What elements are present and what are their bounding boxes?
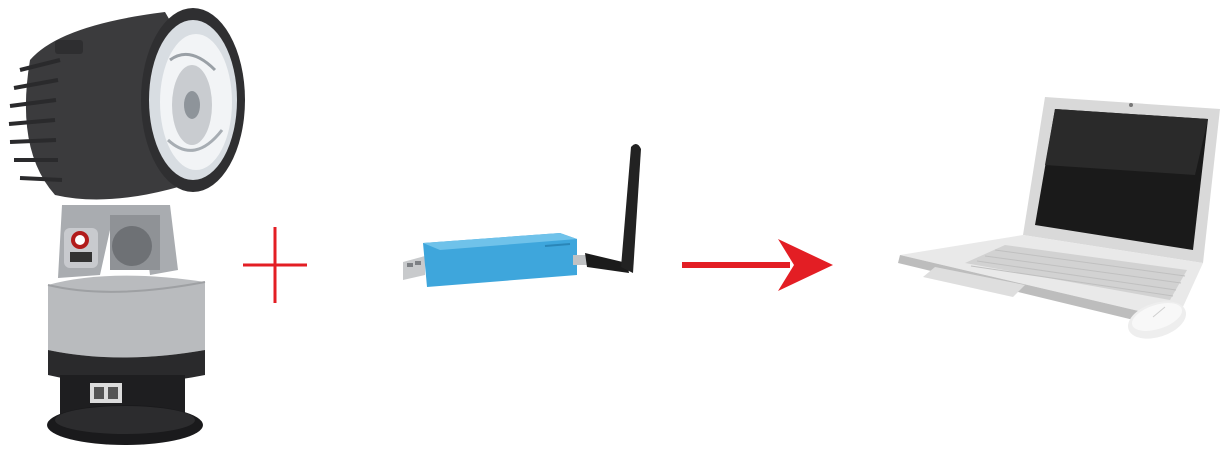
ptz-searchlight-icon [0, 0, 245, 455]
rotating-base [47, 276, 205, 445]
laptop-screen [1023, 97, 1220, 263]
dongle-body [423, 233, 591, 287]
lamp-housing [9, 8, 245, 200]
pan-tilt-yoke [58, 205, 178, 278]
right-arrow-icon [680, 235, 835, 295]
plus-icon [240, 225, 310, 305]
usb-plug [403, 256, 425, 280]
antenna [585, 144, 641, 273]
laptop-computer-icon [895, 95, 1224, 355]
usb-wireless-dongle-icon [395, 135, 650, 295]
